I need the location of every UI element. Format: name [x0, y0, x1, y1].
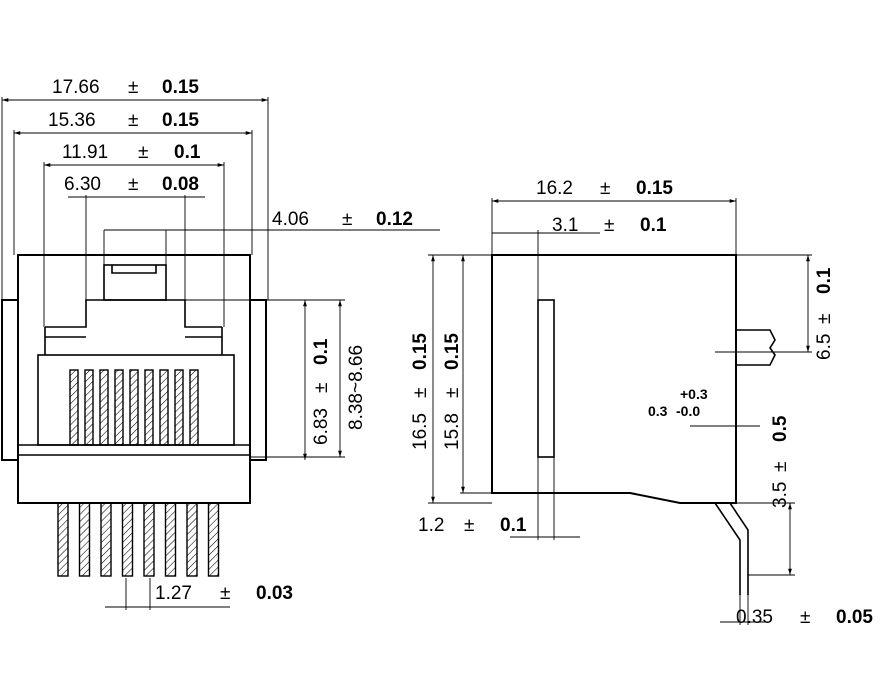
label-15-36-tol: 0.15: [162, 110, 199, 131]
label-6-83-value: 6.83: [311, 408, 332, 445]
label-0-3-tol-minus: -0.0: [676, 403, 700, 419]
ext-3-5: [736, 502, 795, 576]
label-3-5-value: 3.5: [770, 482, 791, 508]
contact: [174, 369, 184, 446]
label-17-66-value: 17.66: [52, 77, 100, 98]
pin: [164, 502, 177, 577]
label-0-3-value: 0.3: [648, 403, 668, 419]
label-0-35-value: 0.35: [736, 607, 773, 628]
ext-16-2: [491, 198, 737, 255]
label-16-2-value: 16.2: [536, 178, 573, 199]
ext-1-2: [537, 457, 555, 540]
side-view: 16.2 ± 0.15 3.1 ± 0.1 16.5 ± 0.15 15.8 ±…: [410, 178, 873, 628]
pm-6-83: ±: [311, 383, 332, 393]
label-1-27-tol: 0.03: [256, 583, 293, 604]
label-11-91-tol: 0.1: [174, 142, 201, 163]
label-15-36-value: 15.36: [48, 110, 96, 131]
ext-6-5: [736, 254, 812, 353]
label-16-5-value: 16.5: [410, 413, 431, 450]
pm-1-2: ±: [464, 515, 474, 536]
pm-15-36: ±: [128, 110, 138, 131]
pin: [121, 502, 134, 577]
contact: [84, 369, 94, 446]
label-6-5-tol: 0.1: [814, 267, 835, 294]
base-lines: [18, 444, 250, 456]
left-flange: [1, 299, 19, 461]
label-0-35-tol: 0.05: [836, 607, 873, 628]
contact: [114, 369, 124, 446]
pm-3-1: ±: [604, 215, 614, 236]
side-slot: [537, 299, 555, 458]
label-1-2-value: 1.2: [418, 515, 444, 536]
front-view: 17.66 ± 0.15 15.36 ± 0.15 11.91 ± 0.1 6.…: [1, 77, 440, 610]
ext-17-66: [1, 97, 269, 300]
right-flange: [249, 299, 267, 461]
pm-16-5: ±: [410, 388, 431, 398]
contact: [159, 369, 169, 446]
label-1-2-tol: 0.1: [500, 515, 527, 536]
ext-6-30: [85, 195, 186, 300]
pm-1-27: ±: [220, 583, 230, 604]
pin: [143, 502, 155, 577]
pm-0-35: ±: [800, 607, 810, 628]
label-0-3-tol-plus: +0.3: [680, 386, 708, 402]
label-6-30-tol: 0.08: [162, 174, 199, 195]
contact: [129, 369, 139, 446]
opening-sides: [44, 327, 223, 355]
pm-16-2: ±: [600, 178, 610, 199]
label-15-8-tol: 0.15: [442, 333, 463, 370]
contact: [144, 369, 154, 446]
label-3-5-tol: 0.5: [770, 415, 791, 442]
latch-notch: [111, 265, 157, 274]
latch-tab: [103, 264, 167, 301]
ext-16-5: [428, 254, 492, 504]
ext-4-06: [103, 230, 167, 265]
pin: [100, 502, 112, 577]
side-body-outline: [491, 254, 737, 504]
pin: [57, 502, 69, 577]
label-8-38-8-66: 8.38~8.66: [346, 345, 367, 430]
pin: [78, 502, 91, 577]
side-lead: [714, 502, 749, 595]
pm-4-06: ±: [342, 209, 352, 230]
label-3-1-tol: 0.1: [640, 215, 667, 236]
label-4-06-tol: 0.12: [376, 209, 413, 230]
contact: [69, 369, 79, 446]
ext-11-91: [43, 162, 225, 327]
label-16-2-tol: 0.15: [636, 178, 673, 199]
pm-3-5: ±: [770, 462, 791, 472]
label-11-91-value: 11.91: [62, 142, 108, 163]
pm-6-5: ±: [814, 314, 835, 324]
label-3-1-value: 3.1: [552, 215, 578, 236]
side-latch: [736, 329, 776, 366]
contact: [99, 369, 109, 446]
ext-15-36: [13, 130, 253, 255]
pm-11-91: ±: [138, 142, 148, 163]
label-17-66-tol: 0.15: [162, 77, 199, 98]
label-16-5-tol: 0.15: [410, 333, 431, 370]
label-6-83-tol: 0.1: [311, 338, 332, 365]
pin-array: [57, 502, 220, 577]
pin: [207, 502, 220, 577]
label-4-06-value: 4.06: [272, 209, 309, 230]
pm-6-30: ±: [128, 174, 138, 195]
label-1-27-value: 1.27: [155, 583, 192, 604]
pm-15-8: ±: [442, 388, 463, 398]
ext-1-27: [125, 578, 151, 610]
pin: [186, 502, 198, 577]
pm-17-66: ±: [128, 77, 138, 98]
label-6-5-value: 6.5: [814, 334, 835, 360]
label-15-8-value: 15.8: [442, 413, 463, 450]
contact-array: [69, 369, 199, 446]
opening-top-edge: [45, 299, 222, 328]
contact: [189, 369, 199, 446]
ext-0-35: [739, 595, 749, 625]
label-6-30-value: 6.30: [64, 174, 101, 195]
